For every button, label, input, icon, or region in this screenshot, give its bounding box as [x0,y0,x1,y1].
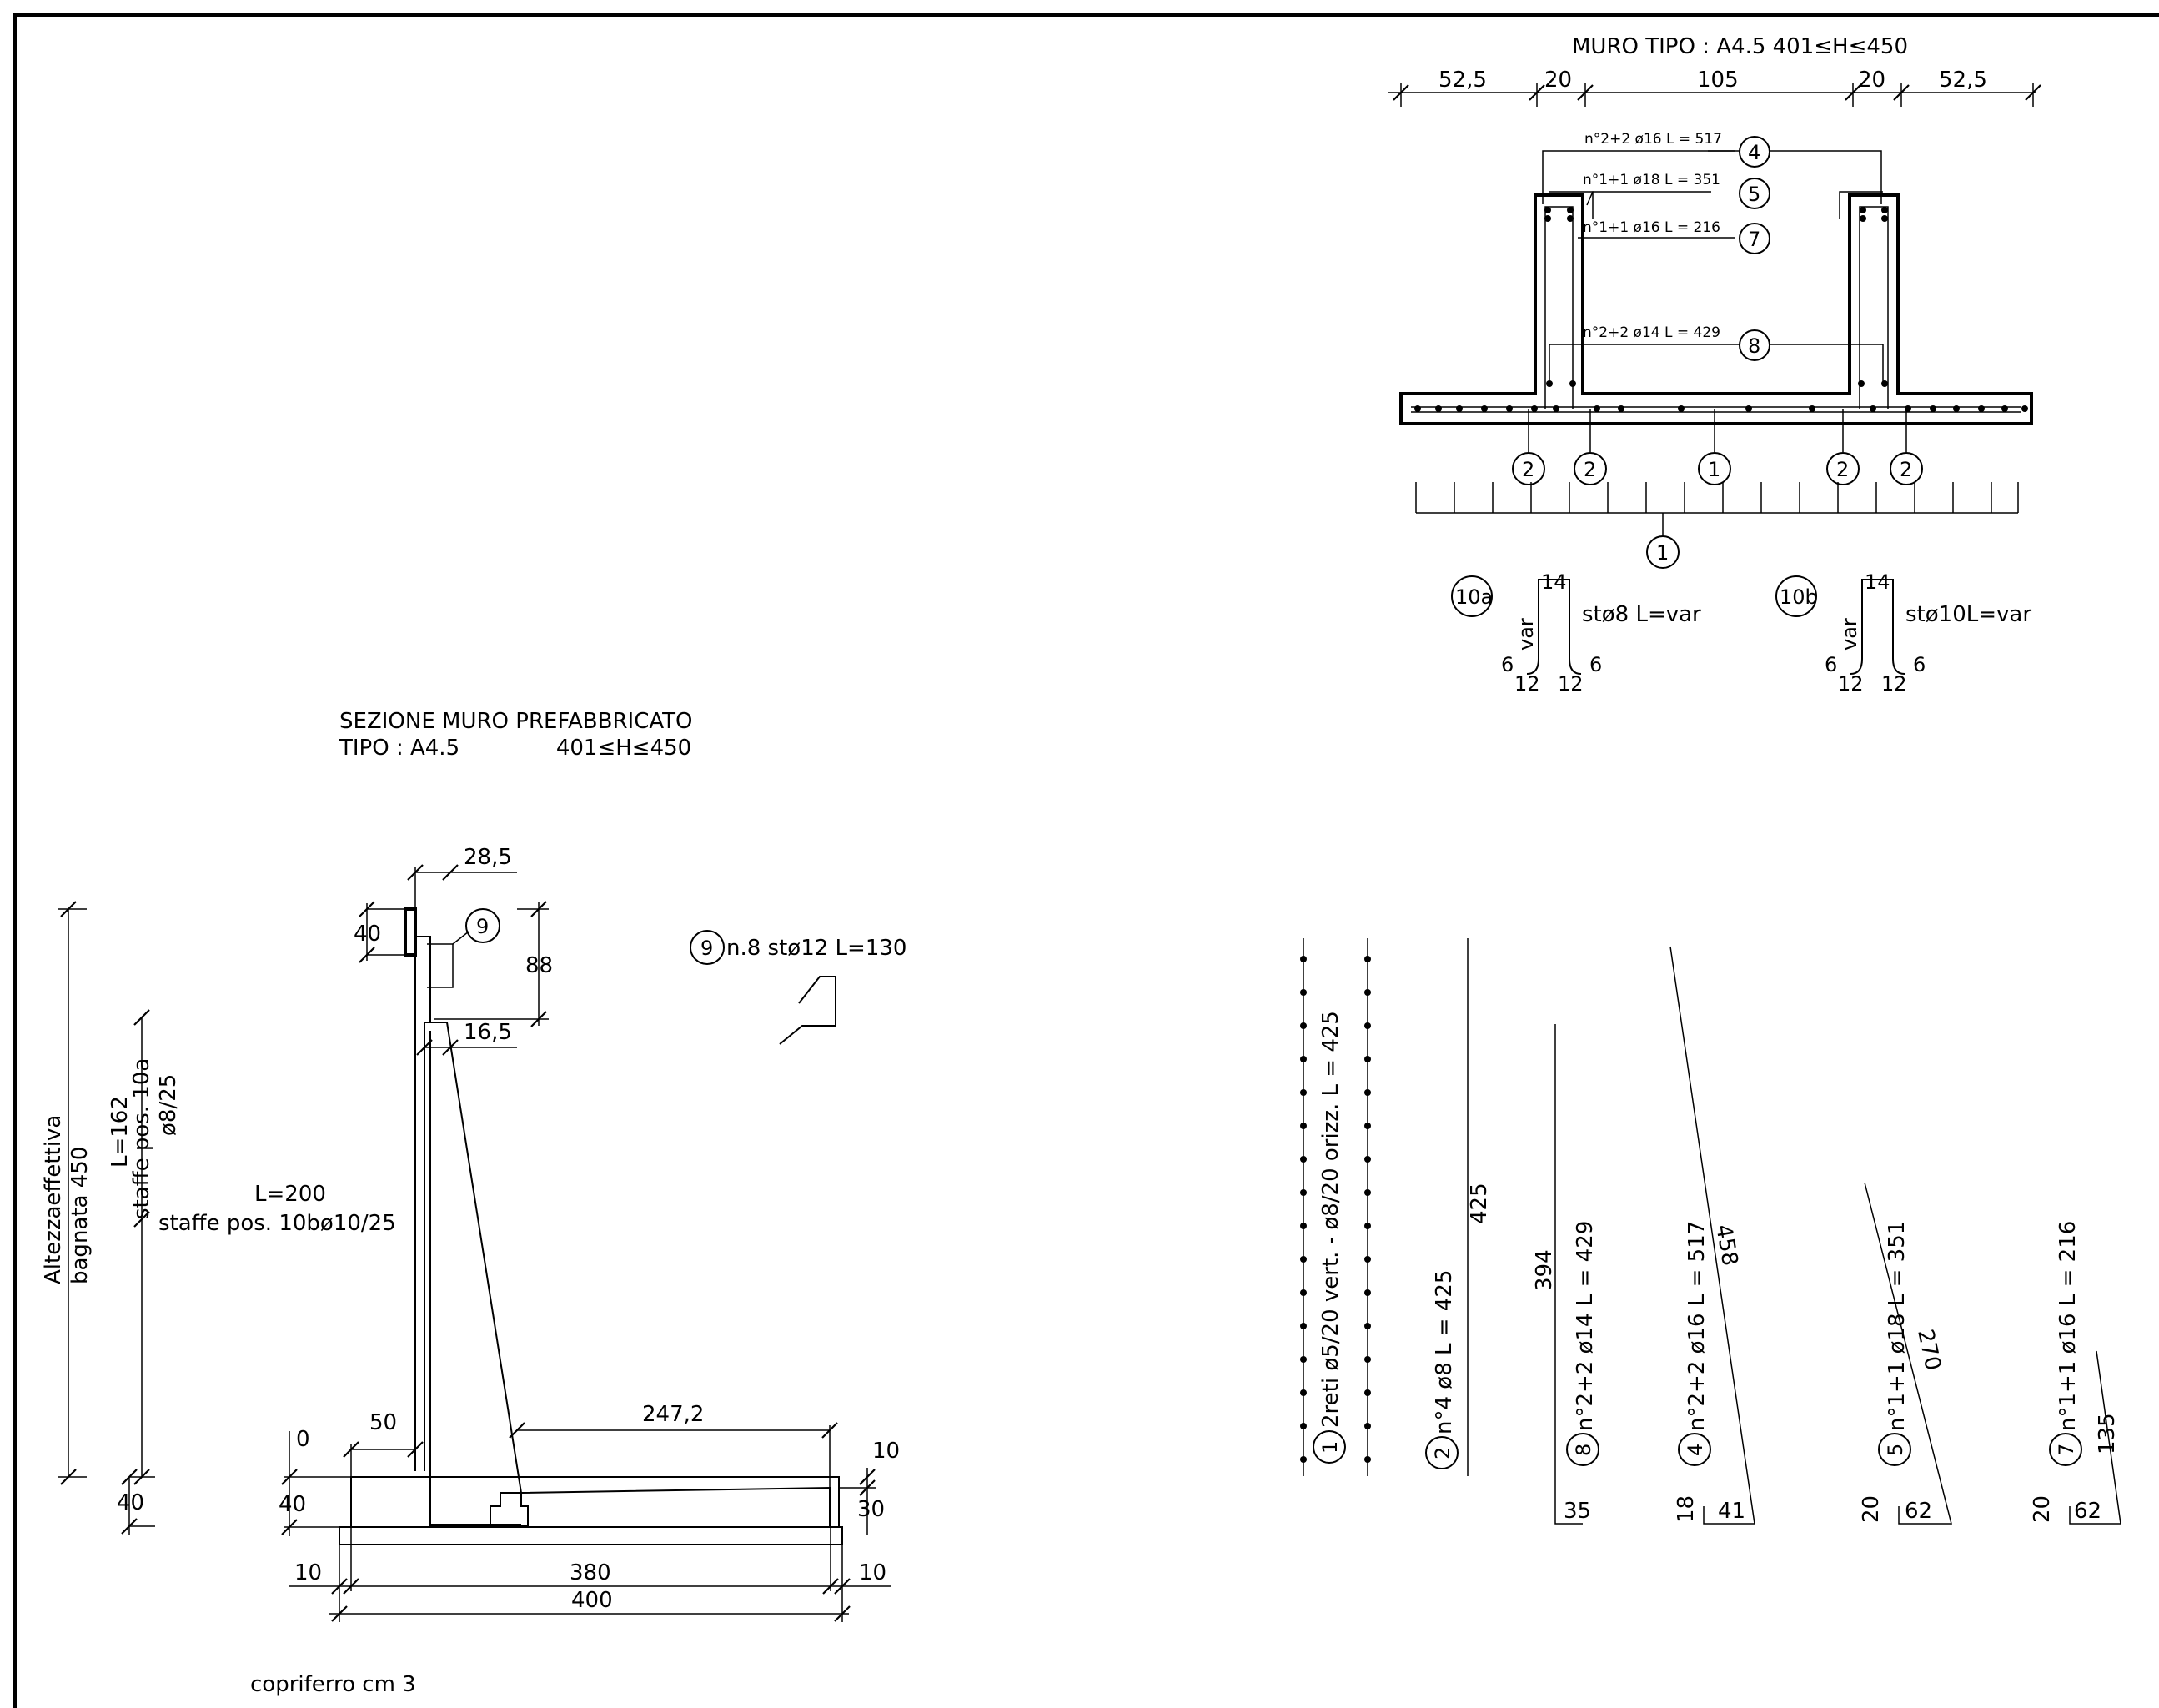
schedule-dim-7a: 135 [2095,1413,2120,1454]
dim-slab-top: 10 [872,1439,900,1464]
dim-total-len: 400 [571,1588,613,1613]
dim-base-thk: 40 [279,1492,306,1517]
stirrup-10b-leg-left: 12 [1838,672,1864,696]
bar-schedule: 1 2reti ø5/20 vert. - ø8/20 orizz. L = 4… [1300,938,2121,1525]
schedule-mark-7: 7 [2055,1444,2078,1456]
stirrup-10a-mark: 10a [1455,585,1493,609]
cross-section-outline [1399,193,2033,425]
mark-8: 8 [1748,334,1760,358]
mark-5: 5 [1748,183,1760,206]
schedule-mark-1: 1 [1318,1441,1342,1454]
dim-cap-height: 40 [354,922,381,947]
dim-top-5: 52,5 [1939,68,1987,93]
dim-left-pad: 10 [294,1560,322,1585]
sheet-frame [13,13,2159,1708]
schedule-dim-2: 425 [1467,1183,1492,1224]
dim-heel: 247,2 [642,1402,704,1427]
stirrup-10a-leg-left: 12 [1514,672,1540,696]
schedule-dim-5c: 20 [1859,1495,1884,1523]
mark-7: 7 [1748,228,1760,251]
stirrup-10a-side: var [1514,618,1538,651]
bottom-mark-3: 1 [1708,458,1720,481]
pos9-mark: 9 [700,937,713,960]
schedule-mark-5: 5 [1884,1444,1907,1456]
bar-5-label: n°1+1 ø18 L = 351 [1583,172,1720,188]
cross-section-title: MURO TIPO : A4.5 401≤H≤450 [1572,34,1908,59]
cross-section-view: MURO TIPO : A4.5 401≤H≤450 52,5 20 105 2… [1388,34,2042,569]
stirrup-10a-hook-right: 6 [1589,653,1602,676]
schedule-label-8: n°2+2 ø14 L = 429 [1573,1221,1598,1431]
section-title-1: SEZIONE MURO PREFABBRICATO [339,709,692,734]
stirrup-b-l: L=200 [254,1182,326,1207]
wall-outline [404,907,417,957]
dim-rib-width: 16,5 [464,1020,512,1045]
schedule-mark-8: 8 [1572,1444,1595,1456]
stirrup-10b-side: var [1838,618,1861,651]
schedule-dim-5b: 62 [1905,1499,1932,1524]
section-title-2: TIPO : A4.5 401≤H≤450 [339,736,691,761]
mark-4: 4 [1748,141,1760,164]
dim-top-4: 20 [1858,68,1885,93]
bottom-mark-2: 2 [1584,458,1596,481]
schedule-label-5: n°1+1 ø18 L = 351 [1885,1221,1910,1431]
stirrup-10a-leg-right: 12 [1558,672,1584,696]
dim-toe: 50 [369,1410,397,1435]
schedule-label-1: 2reti ø5/20 vert. - ø8/20 orizz. L = 425 [1318,1011,1343,1428]
schedule-dim-4c: 18 [1674,1495,1699,1523]
schedule-dim-8b: 35 [1564,1499,1591,1524]
stirrup-10b-label: stø10L=var [1905,602,2031,627]
stirrup-10b-top: 14 [1865,570,1890,594]
schedule-mark-2: 2 [1431,1447,1454,1459]
wall-section-view: SEZIONE MURO PREFABBRICATO TIPO : A4.5 4… [41,709,906,1697]
schedule-dim-4b: 41 [1718,1499,1745,1524]
stirrup-10b-hook-left: 6 [1825,653,1837,676]
mark-9: 9 [476,915,489,938]
schedule-dim-7b: 62 [2074,1499,2101,1524]
schedule-label-7: n°1+1 ø16 L = 216 [2056,1221,2081,1431]
dim-zero: 0 [296,1427,310,1452]
stirrup-10b-mark: 10b [1780,585,1818,609]
dim-left-bottom: 40 [117,1490,144,1515]
dim-base-len: 380 [570,1560,611,1585]
dim-top-width: 28,5 [464,845,512,870]
schedule-label-2: n°4 ø8 L = 425 [1432,1270,1457,1434]
stirrup-a-l: L=162 [108,1096,133,1168]
stirrup-10a-top: 14 [1541,570,1567,594]
mesh-comb: 1 [1415,482,2019,569]
schedule-dim-7c: 20 [2030,1495,2055,1523]
stirrup-a-pos: staffe pos. 10a [129,1058,154,1219]
bar-7-label: n°1+1 ø16 L = 216 [1583,219,1720,236]
schedule-dim-8a: 394 [1532,1249,1557,1291]
dim-right-pad: 10 [859,1560,886,1585]
dim-top-1: 52,5 [1438,68,1487,93]
stirrup-10a-hook-left: 6 [1501,653,1514,676]
stirrup-b-pos: staffe pos. 10bø10/25 [158,1211,396,1236]
stirrup-10a: 10a 14 var stø8 L=var 6 6 12 12 [1451,570,1701,696]
stirrup-10b-hook-right: 6 [1913,653,1926,676]
schedule-mark-4: 4 [1684,1444,1707,1456]
bar-8-label: n°2+2 ø14 L = 429 [1583,324,1720,341]
dim-top-2: 20 [1544,68,1572,93]
stirrup-10b-leg-right: 12 [1881,672,1907,696]
stirrup-10a-label: stø8 L=var [1582,602,1701,627]
mesh-mark: 1 [1656,541,1669,565]
cover-note: copriferro cm 3 [250,1672,416,1697]
height-label-2: bagnata 450 [68,1147,93,1284]
stirrup-a-dia: ø8/25 [156,1074,181,1136]
bottom-mark-5: 2 [1900,458,1912,481]
height-label-1: Altezzaeffettiva [41,1115,66,1284]
bottom-mark-1: 2 [1522,458,1534,481]
schedule-dim-5a: 270 [1912,1327,1946,1373]
bar-4-label: n°2+2 ø16 L = 517 [1584,131,1722,148]
dim-slab-mid: 30 [857,1497,885,1522]
bottom-mark-4: 2 [1836,458,1849,481]
dim-top-3: 105 [1697,68,1739,93]
pos9-label: n.8 stø12 L=130 [726,936,906,961]
stirrup-10b: 10b 14 var stø10L=var 6 6 12 12 [1775,570,2031,696]
schedule-label-4: n°2+2 ø16 L = 517 [1685,1221,1710,1431]
schedule-dim-4a: 458 [1710,1223,1742,1268]
dim-cap-drop: 88 [525,953,553,978]
